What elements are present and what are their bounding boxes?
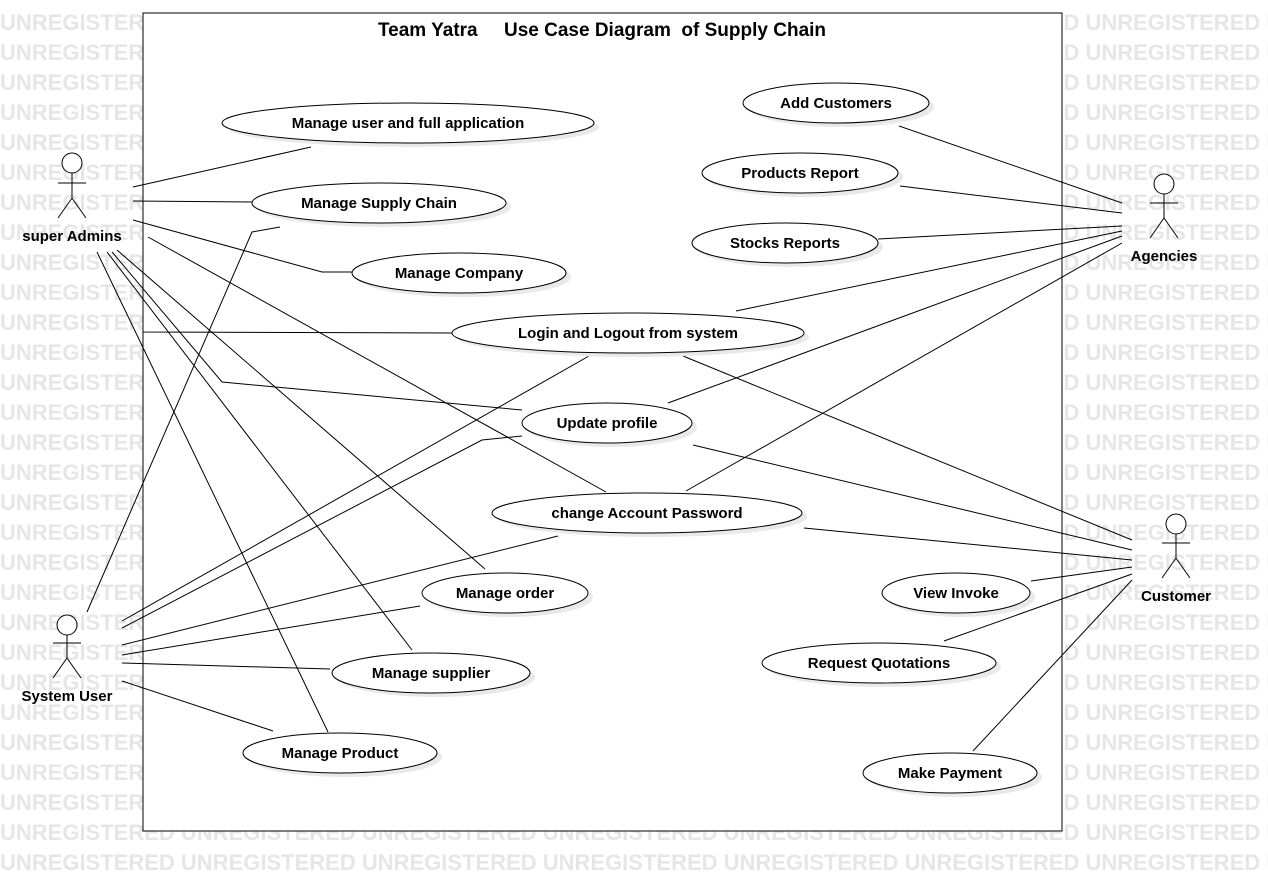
assoc-admin-manage-product [96, 251, 329, 733]
assoc-user-manage-product [121, 680, 274, 732]
assoc-agency-change-password [685, 242, 1123, 492]
use-case-update-profile[interactable]: Update profile [521, 402, 697, 447]
actor-label: super Admins [22, 228, 121, 245]
assoc-admin-manage-supplier [106, 251, 413, 651]
diagram-title: Team Yatra Use Case Diagram of Supply Ch… [378, 20, 826, 41]
assoc-admin-supply-chain [132, 200, 253, 203]
assoc-admin-login [142, 235, 453, 334]
actor-system-user[interactable]: System User [22, 614, 113, 705]
use-case-label: Add Customers [780, 95, 892, 112]
use-case-stocks-reports[interactable]: Stocks Reports [691, 222, 883, 267]
use-case-manage-supplier[interactable]: Manage supplier [331, 652, 535, 697]
assoc-user-login [121, 355, 590, 622]
assoc-customer-change-password [803, 527, 1133, 561]
use-case-label: Login and Logout from system [518, 325, 738, 342]
use-case-label: Make Payment [898, 765, 1002, 782]
use-case-products-report[interactable]: Products Report [701, 152, 903, 197]
assoc-agency-add-customers [898, 125, 1123, 204]
assoc-admin-change-password [147, 236, 607, 493]
actor-label: Agencies [1131, 248, 1198, 265]
assoc-customer-make-payment [972, 579, 1133, 752]
assoc-agency-products-report [899, 185, 1123, 214]
use-case-label: Manage Product [282, 745, 399, 762]
use-case-label: Manage user and full application [292, 115, 525, 132]
stick-figure-icon [1161, 513, 1191, 579]
use-case-label: Manage Company [395, 265, 524, 282]
assoc-user-manage-supplier [121, 662, 331, 670]
use-case-label: Stocks Reports [730, 235, 840, 252]
actor-agencies[interactable]: Agencies [1131, 173, 1198, 265]
use-case-change-password[interactable]: change Account Password [491, 492, 807, 537]
assoc-user-update-profile [121, 435, 523, 629]
use-case-make-payment[interactable]: Make Payment [862, 752, 1042, 797]
assoc-user-supply-chain [86, 226, 281, 613]
use-case-add-customers[interactable]: Add Customers [742, 82, 934, 127]
assoc-customer-login [682, 355, 1133, 541]
use-case-label: Update profile [557, 415, 658, 432]
use-case-label: Manage Supply Chain [301, 195, 457, 212]
stick-figure-icon [57, 152, 87, 219]
stick-figure-icon [1149, 173, 1179, 239]
actor-label: System User [22, 688, 113, 705]
assoc-admin-manage-order [116, 249, 486, 570]
use-case-manage-user[interactable]: Manage user and full application [221, 102, 599, 147]
assoc-agency-stocks-reports [877, 225, 1123, 240]
use-case-label: View Invoke [913, 585, 999, 602]
assoc-customer-request-quotations [943, 573, 1133, 642]
association-lines [86, 125, 1133, 752]
use-case-view-invoke[interactable]: View Invoke [881, 572, 1035, 617]
assoc-agency-update-profile [667, 235, 1123, 404]
stick-figure-icon [52, 614, 82, 679]
assoc-admin-update-profile [111, 251, 523, 411]
actor-customer[interactable]: Customer [1141, 513, 1211, 605]
use-case-manage-company[interactable]: Manage Company [351, 252, 571, 297]
assoc-agency-login [735, 230, 1123, 312]
use-case-label: Request Quotations [808, 655, 951, 672]
use-case-manage-order[interactable]: Manage order [421, 572, 593, 617]
assoc-user-change-password [121, 535, 559, 646]
use-case-label: Products Report [741, 165, 859, 182]
actor-label: Customer [1141, 588, 1211, 605]
assoc-customer-view-invoke [1030, 566, 1133, 582]
actor-super-admins[interactable]: super Admins [22, 152, 122, 245]
assoc-admin-manage-user [132, 146, 312, 188]
use-case-label: change Account Password [551, 505, 742, 522]
use-case-manage-product[interactable]: Manage Product [242, 732, 442, 777]
assoc-admin-company [132, 219, 352, 273]
use-case-manage-supply-chain[interactable]: Manage Supply Chain [251, 182, 511, 227]
use-case-label: Manage order [456, 585, 555, 602]
use-case-request-quotations[interactable]: Request Quotations [761, 642, 1001, 687]
use-case-login-logout[interactable]: Login and Logout from system [451, 312, 809, 357]
assoc-user-manage-order [121, 605, 421, 656]
watermark-row: UNREGISTERED UNREGISTERED UNREGISTERED U… [0, 850, 1268, 875]
use-case-label: Manage supplier [372, 665, 491, 682]
assoc-customer-update-profile [692, 444, 1133, 551]
